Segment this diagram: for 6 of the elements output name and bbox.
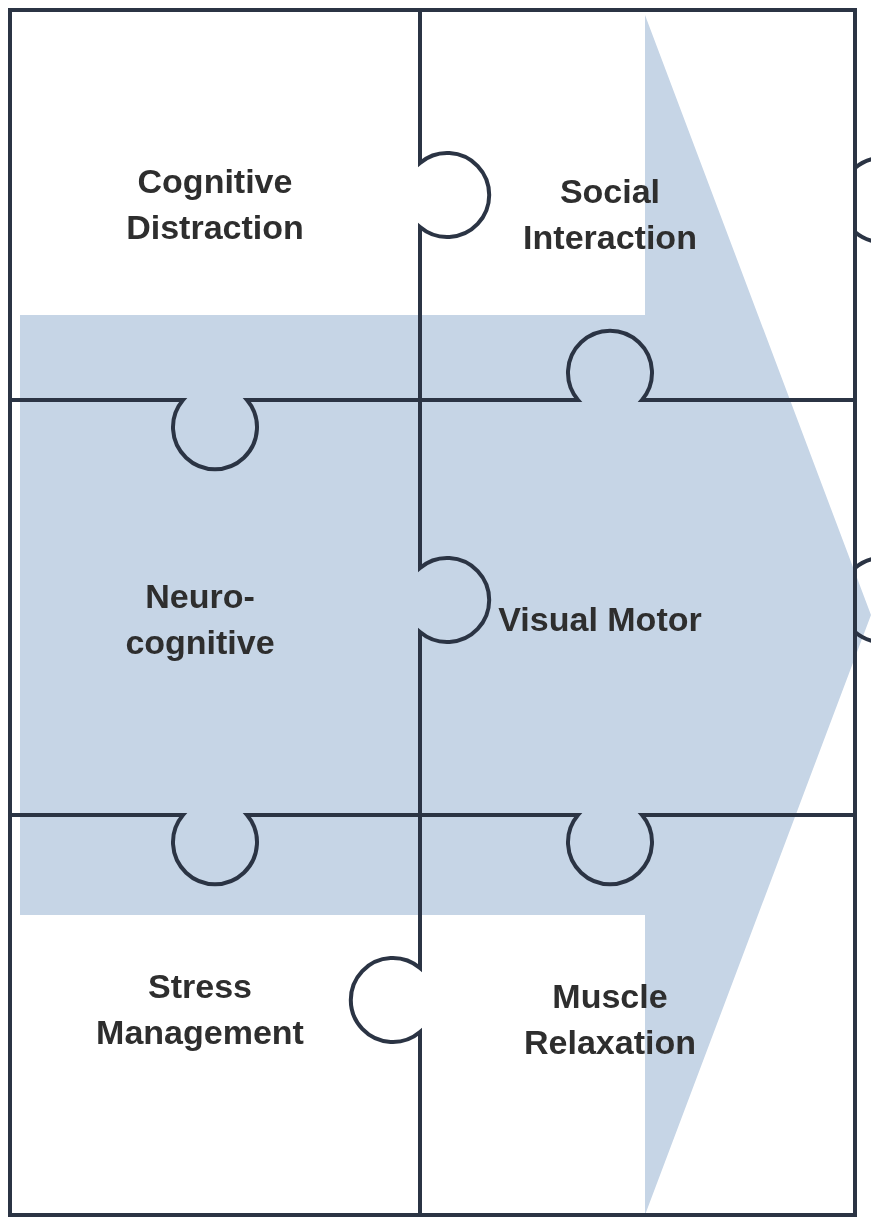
- piece-label: Stress Management: [95, 966, 305, 1053]
- piece-label: Social Interaction: [522, 171, 698, 258]
- piece-label: Neuro-cognitive: [124, 576, 276, 663]
- piece-label: Muscle Relaxation: [523, 976, 697, 1063]
- piece-label: Cognitive Distraction: [125, 161, 305, 248]
- piece-label: Visual Motor: [498, 599, 702, 641]
